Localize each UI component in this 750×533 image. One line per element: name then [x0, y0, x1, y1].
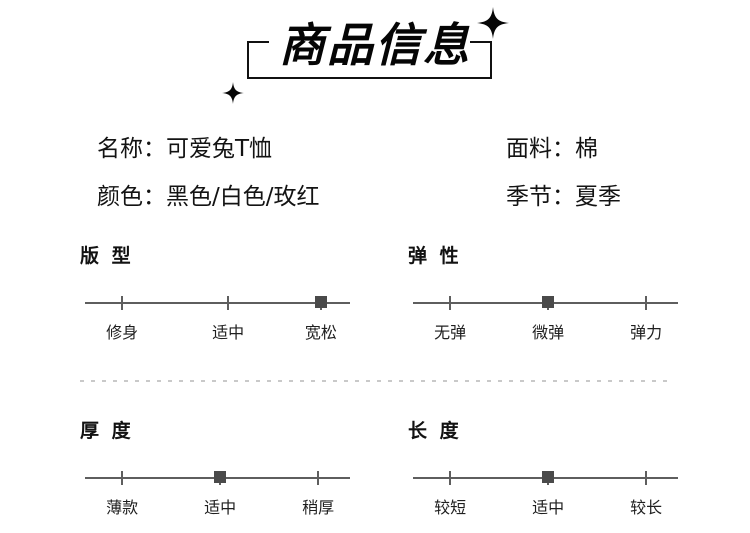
slider-thumb-length[interactable]: [542, 471, 555, 483]
slider-length[interactable]: [413, 470, 678, 486]
slider-group-elasticity: 弹 性 无弹 微弹 弹力: [408, 243, 708, 353]
slider-group-fit: 版 型 修身 适中 宽松: [80, 243, 380, 353]
slider-tick-labels: 薄款 适中 稍厚: [85, 496, 350, 522]
frame-left-bracket: [247, 41, 269, 79]
slider-tick: [227, 296, 230, 310]
slider-option[interactable]: 适中: [212, 323, 245, 342]
slider-option[interactable]: 适中: [532, 498, 565, 517]
slider-option[interactable]: 弹力: [630, 323, 663, 342]
slider-option[interactable]: 稍厚: [302, 498, 335, 517]
slider-tick: [121, 471, 124, 485]
slider-tick-labels: 较短 适中 较长: [413, 496, 678, 522]
slider-option[interactable]: 无弹: [434, 323, 467, 342]
frame-bottom-bar: [267, 77, 472, 79]
slider-label-length: 长 度: [408, 420, 462, 442]
slider-tick: [645, 471, 648, 485]
slider-tick: [449, 471, 452, 485]
title-frame: [247, 41, 492, 79]
slider-option[interactable]: 适中: [204, 498, 237, 517]
spec-list: 名称：可爱兔T恤 面料：棉 颜色：黑色/白色/玫红 季节：夏季: [0, 132, 750, 230]
page-title: 商品信息: [279, 18, 471, 72]
slider-group-length: 长 度 较短 适中 较长: [408, 418, 708, 528]
slider-option[interactable]: 宽松: [304, 323, 337, 342]
slider-tick: [449, 296, 452, 310]
slider-option[interactable]: 较长: [630, 498, 663, 517]
spec-row: 名称：可爱兔T恤 面料：棉: [0, 132, 750, 172]
slider-option[interactable]: 修身: [106, 323, 139, 342]
sparkle-icon-bottom-left: [222, 82, 244, 104]
slider-tick: [121, 296, 124, 310]
slider-tick-labels: 无弹 微弹 弹力: [413, 321, 678, 347]
slider-elasticity[interactable]: [413, 295, 678, 311]
slider-tick: [645, 296, 648, 310]
slider-tick: [317, 471, 320, 485]
slider-label-fit: 版 型: [80, 245, 134, 267]
slider-thumb-elasticity[interactable]: [542, 296, 555, 308]
slider-tick-labels: 修身 适中 宽松: [85, 321, 350, 347]
spec-fabric: 面料：棉: [506, 136, 598, 162]
attribute-slider-grid: 版 型 修身 适中 宽松 弹 性 无弹 微弹 弹力: [0, 243, 750, 533]
slider-thickness[interactable]: [85, 470, 350, 486]
spec-season: 季节：夏季: [506, 184, 621, 210]
slider-label-thickness: 厚 度: [80, 420, 134, 442]
slider-thumb-thickness[interactable]: [214, 471, 227, 483]
slider-option[interactable]: 微弹: [532, 323, 565, 342]
frame-right-bracket: [470, 41, 492, 79]
slider-track: [85, 302, 350, 304]
slider-option[interactable]: 薄款: [106, 498, 139, 517]
page-header: 商品信息: [0, 0, 750, 118]
slider-label-elasticity: 弹 性: [408, 245, 462, 267]
section-divider: [80, 380, 672, 382]
slider-option[interactable]: 较短: [434, 498, 467, 517]
slider-group-thickness: 厚 度 薄款 适中 稍厚: [80, 418, 380, 528]
slider-thumb-fit[interactable]: [314, 296, 327, 308]
slider-fit[interactable]: [85, 295, 350, 311]
spec-color: 颜色：黑色/白色/玫红: [97, 184, 320, 210]
sparkle-icon-top-right: [477, 7, 509, 39]
spec-row: 颜色：黑色/白色/玫红 季节：夏季: [0, 180, 750, 220]
spec-name: 名称：可爱兔T恤: [97, 136, 273, 162]
